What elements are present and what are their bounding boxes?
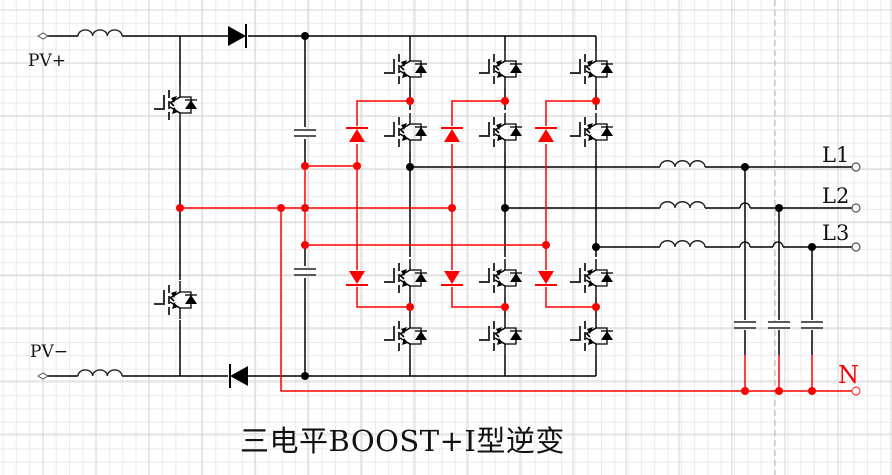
junction-dot (277, 204, 285, 212)
clamp-diode-icon (441, 127, 463, 142)
junction-dot (406, 303, 414, 311)
pv-terminal (37, 372, 49, 380)
junction-dot (301, 241, 309, 249)
igbt-with-antiparallel-diode-icon (570, 113, 613, 151)
igbt-with-antiparallel-diode-icon (479, 50, 522, 88)
junction-dot (406, 163, 414, 171)
wire (451, 287, 505, 308)
igbt-with-antiparallel-diode-icon (384, 317, 427, 355)
junction-dot (542, 241, 550, 249)
wire-hop (772, 241, 784, 248)
black-wires (43, 35, 852, 377)
output-terminal (851, 242, 861, 252)
junction-dot (741, 163, 749, 171)
capacitor-icon (768, 321, 790, 329)
igbt-with-antiparallel-diode-icon (384, 113, 427, 151)
inductor-coil-icon (77, 29, 123, 37)
junction-dot (301, 32, 309, 40)
inductor-coil-icon (659, 240, 706, 248)
inductor-coil-icon (659, 201, 706, 209)
diode-icon (229, 364, 248, 388)
junction-dot (301, 204, 309, 212)
igbt-with-antiparallel-diode-icon (384, 259, 427, 297)
igbt-with-antiparallel-diode-icon (479, 113, 522, 151)
inductor-coil-icon (77, 369, 123, 377)
clamp-diode-icon (346, 127, 368, 142)
junction-dot (592, 243, 600, 251)
pv-plus-label: PV+ (28, 51, 66, 71)
junction-dot (301, 162, 309, 170)
junction-dot (301, 372, 309, 380)
junction-dot (592, 303, 600, 311)
capacitor-icon (801, 321, 823, 329)
junction-dot (808, 387, 816, 395)
output-terminal (851, 386, 861, 396)
igbt-with-antiparallel-diode-icon (479, 317, 522, 355)
diode-icon (228, 24, 247, 48)
junction-dot (501, 204, 509, 212)
junction-dot (592, 97, 600, 105)
red-neutral-wires (180, 100, 852, 392)
wire (356, 287, 410, 308)
l2-label: L2 (822, 184, 849, 208)
capacitor-icon (294, 129, 316, 137)
junction-dot (775, 387, 783, 395)
junction-dot (775, 204, 783, 212)
pv-terminal (37, 32, 49, 40)
wire (545, 100, 596, 126)
igbt-with-antiparallel-diode-icon (570, 259, 613, 297)
junction-dots (176, 32, 816, 395)
junction-dot (501, 303, 509, 311)
igbt-with-antiparallel-diode-icon (570, 317, 613, 355)
igbt-with-antiparallel-diode-icon (479, 259, 522, 297)
igbt-with-antiparallel-diode-icon (154, 281, 197, 319)
output-terminal (851, 203, 861, 213)
junction-dot (448, 204, 456, 212)
junction-dot (808, 243, 816, 251)
junction-dot (741, 387, 749, 395)
wire (280, 208, 852, 392)
igbt-with-antiparallel-diode-icon (384, 50, 427, 88)
n-label: N (838, 361, 859, 389)
l1-label: L1 (822, 143, 849, 167)
capacitor-icon (734, 321, 756, 329)
clamp-diode-icon (441, 271, 463, 286)
clamp-diode-icon (535, 127, 557, 142)
inductor-coil-icon (659, 160, 706, 168)
junction-dot (176, 204, 184, 212)
igbt-with-antiparallel-diode-icon (570, 50, 613, 88)
wire (356, 100, 410, 126)
junction-dot (406, 97, 414, 105)
capacitor-icon (294, 268, 316, 276)
igbt-with-antiparallel-diode-icon (154, 86, 197, 124)
junction-dot (353, 162, 361, 170)
clamp-diode-icon (535, 271, 557, 286)
pv-minus-label: PV− (30, 342, 68, 362)
junction-dot (501, 97, 509, 105)
components (37, 24, 861, 396)
wire (451, 100, 505, 126)
clamp-diode-icon (346, 271, 368, 286)
l3-label: L3 (822, 221, 849, 245)
diagram-title: 三电平BOOST+I型逆变 (240, 424, 565, 458)
wire (545, 287, 596, 308)
output-terminal (851, 162, 861, 172)
